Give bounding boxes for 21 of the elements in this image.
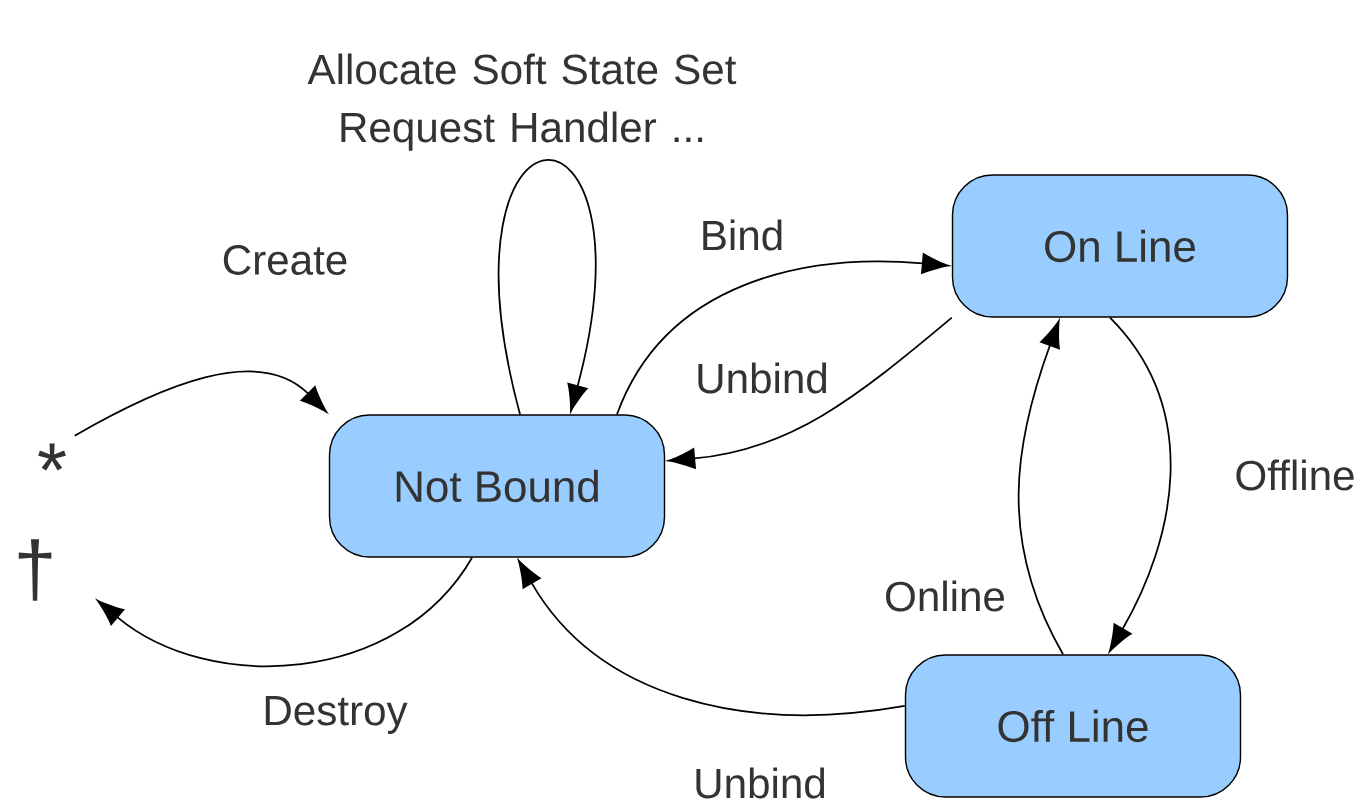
arrow (1108, 316, 1172, 652)
edge-label: Unbind (689, 764, 831, 802)
arrow (1017, 320, 1064, 656)
state-symbol: † (18, 539, 52, 601)
arrow (518, 560, 906, 716)
edge-label: Offline (1230, 456, 1360, 494)
state-box: Not Bound (328, 414, 666, 558)
state-box: On Line (951, 174, 1289, 318)
arrow (616, 253, 949, 416)
edge-label: Bind (696, 216, 788, 254)
edge-label: Allocate Soft State Set Request Handler ... (303, 49, 741, 155)
arrow (668, 316, 953, 469)
arrow (497, 159, 597, 416)
edge-label: Online (880, 577, 1010, 615)
arrow (96, 556, 473, 668)
edge-label: Unbind (691, 359, 833, 397)
arrow (73, 370, 328, 437)
state-box: Off Line (904, 654, 1242, 798)
edge-label: Destroy (258, 692, 412, 738)
state-symbol: * (38, 443, 66, 471)
edge-label: Create (218, 241, 352, 279)
